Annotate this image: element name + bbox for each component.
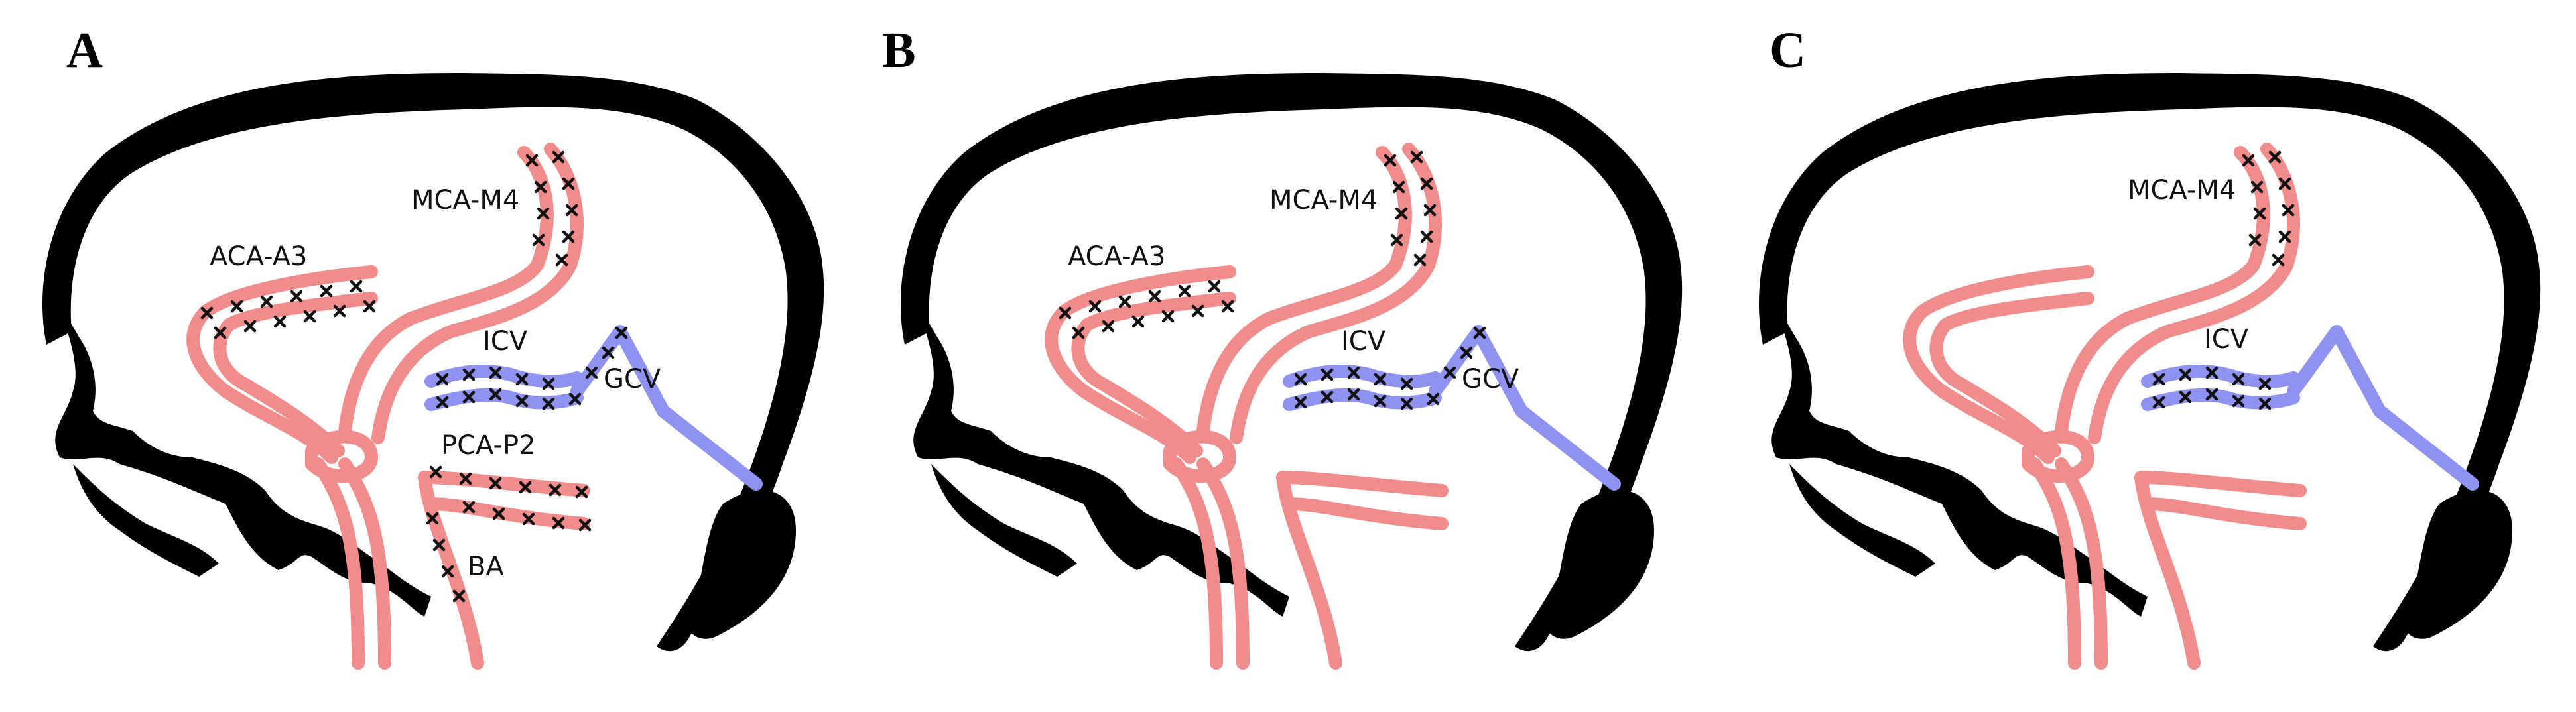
aca-a3-vessel-inner — [1071, 292, 1236, 457]
pca-p2-vessel-outer — [2134, 471, 2307, 497]
aca-a3-vessel-inner — [1929, 292, 2094, 457]
occlusion-marks-mca — [525, 150, 578, 267]
occlusion-marks-mca — [1384, 150, 1437, 267]
panel-letter-c: C — [1770, 23, 1806, 78]
occlusion-marks-gcv — [585, 326, 628, 379]
icv-vessel-upper — [1283, 364, 1442, 388]
mca-m4-vessel-outer — [1196, 146, 1412, 438]
icv-vessel-lower — [424, 388, 584, 411]
label-mca-m4: MCA-M4 — [2128, 175, 2236, 206]
occlusion-marks-b — [1059, 150, 1486, 410]
occlusion-marks-aca — [1059, 280, 1234, 339]
pca-p2-vessel-inner — [1283, 497, 1449, 530]
ica-vessel-right — [338, 457, 391, 670]
icv-vessel-lower — [1283, 388, 1442, 411]
skull-outline — [1759, 73, 2541, 652]
gcv-vessel — [2287, 325, 2479, 491]
brain-diagram-a: MCA-M4 ACA-A3 ICV GCV PCA-P2 BA — [42, 73, 824, 670]
panel-c: C — [1716, 0, 2575, 712]
label-aca-a3: ACA-A3 — [1068, 241, 1165, 272]
vein-group — [2141, 325, 2479, 491]
occlusion-marks-icv — [1294, 366, 1440, 410]
icv-vessel-upper — [2141, 364, 2300, 388]
panel-letter-b: B — [882, 23, 916, 78]
occlusion-marks-mca — [2242, 150, 2295, 267]
label-pca-p2: PCA-P2 — [441, 430, 536, 461]
panel-letter-a: A — [66, 23, 103, 78]
pca-p2-vessel-inner — [2141, 497, 2307, 530]
occlusion-marks-gcv — [1443, 326, 1486, 379]
icv-vessel-lower — [2141, 388, 2300, 411]
label-aca-a3: ACA-A3 — [210, 241, 307, 272]
occlusion-marks-icv — [436, 366, 582, 410]
gcv-vessel — [570, 325, 763, 491]
panel-a: A — [0, 0, 858, 712]
pca-p2-vessel-outer — [1276, 471, 1449, 497]
label-ba: BA — [468, 552, 504, 582]
vein-group — [1283, 325, 1621, 491]
brain-diagram-b: MCA-M4 ACA-A3 ICV GCV — [901, 73, 1683, 670]
aca-a3-vessel-outer — [1045, 265, 1236, 464]
brain-diagram-c: MCA-M4 ICV — [1759, 73, 2541, 670]
label-gcv: GCV — [604, 364, 661, 394]
label-icv: ICV — [2204, 324, 2249, 355]
skull-outline — [901, 73, 1683, 652]
ica-vessel-left — [2028, 457, 2081, 670]
occlusion-marks-pca — [429, 465, 592, 532]
occlusion-marks-ba — [426, 512, 466, 603]
mca-m4-vessel-outer — [338, 146, 554, 438]
skull-outline — [42, 73, 824, 652]
aca-a3-vessel-outer — [1903, 265, 2094, 464]
label-gcv: GCV — [1462, 364, 1519, 394]
occlusion-marks-a — [200, 150, 628, 603]
gcv-vessel — [1429, 325, 1621, 491]
aca-a3-vessel-outer — [186, 265, 378, 464]
ica-vessel-right — [2055, 457, 2108, 670]
aca-a3-vessel-inner — [213, 292, 378, 457]
label-mca-m4: MCA-M4 — [411, 185, 519, 215]
mca-m4-vessel-outer — [2055, 146, 2270, 438]
occlusion-marks-c — [2152, 150, 2295, 410]
ica-vessel-left — [312, 457, 365, 670]
occlusion-marks-aca — [200, 280, 376, 339]
label-mca-m4: MCA-M4 — [1269, 185, 1378, 215]
label-icv: ICV — [1341, 326, 1386, 357]
panel-b: B — [858, 0, 1716, 712]
occlusion-marks-icv — [2152, 366, 2272, 410]
ica-vessel-right — [1196, 457, 1250, 670]
label-icv: ICV — [483, 326, 528, 357]
icv-vessel-upper — [424, 364, 584, 388]
vein-group — [424, 325, 763, 491]
ica-vessel-left — [1170, 457, 1223, 670]
